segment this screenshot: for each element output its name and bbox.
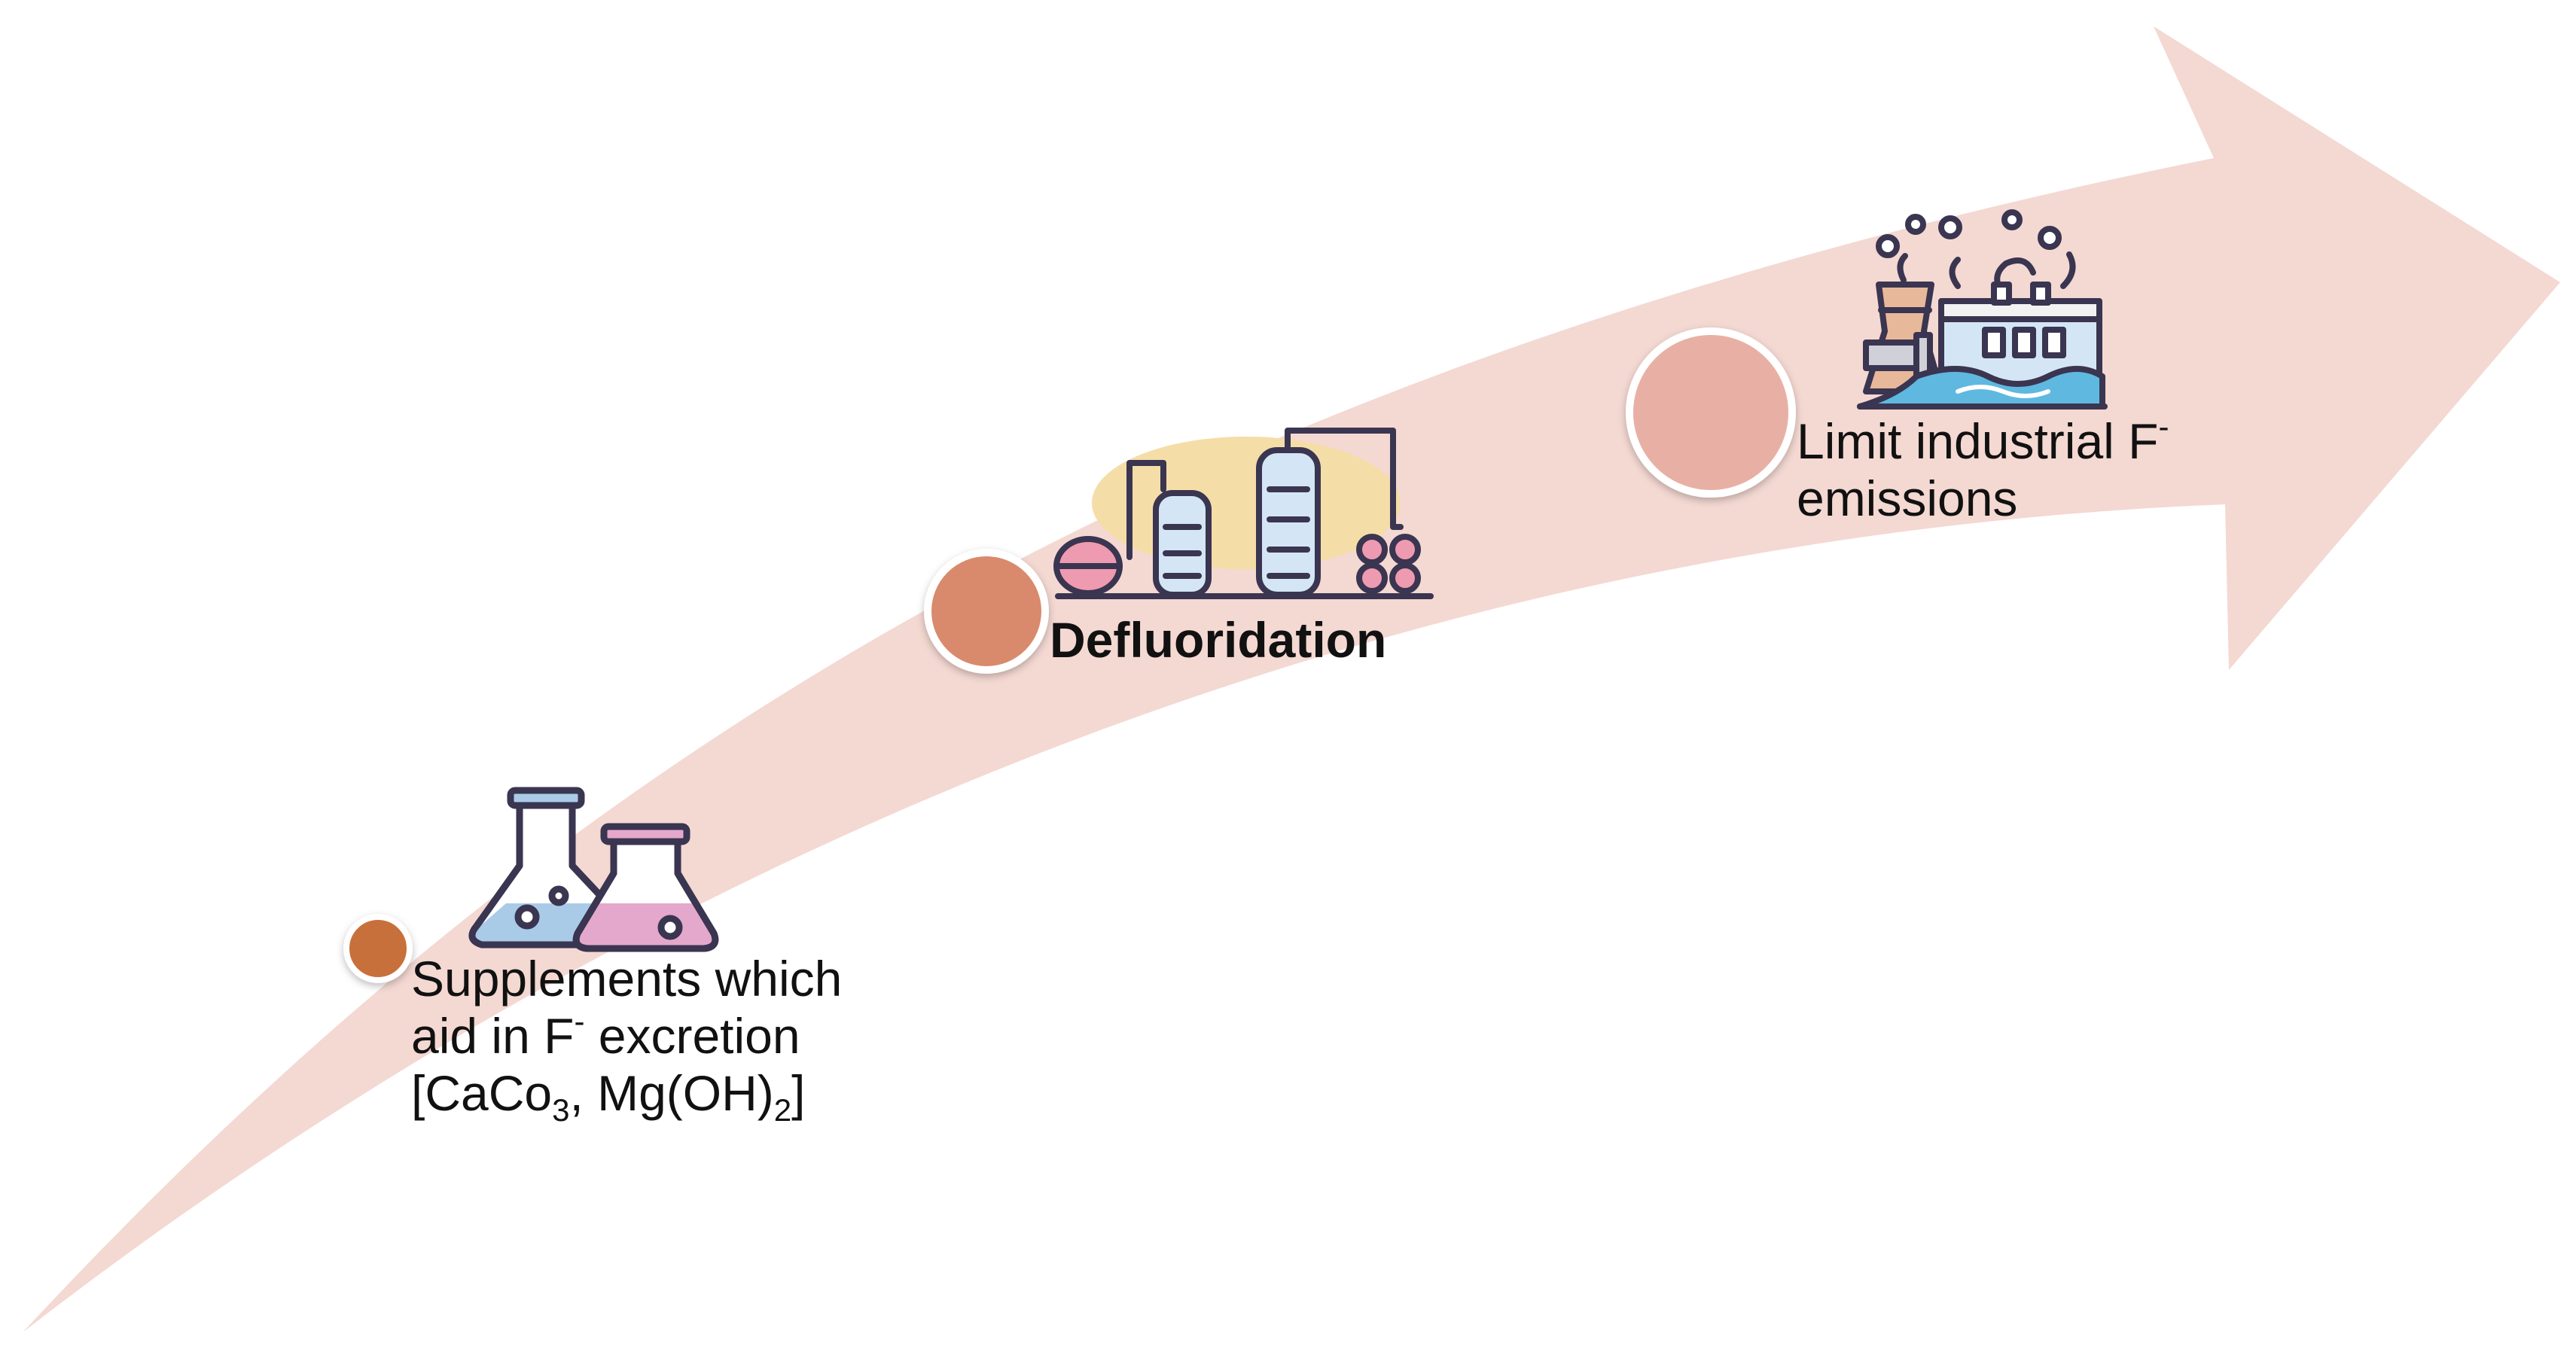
distillation-plant-icon [1053,428,1434,599]
step3-dot [1626,327,1796,498]
step3-line1: Limit industrial F- [1797,409,2169,470]
step2-dot [924,549,1049,674]
step1-line3: [CaCo3, Mg(OH)2] [411,1065,806,1128]
step1-dot [343,914,413,983]
step1-label: Supplements which aid in F- excretion [C… [411,950,843,1128]
progress-arrow [23,26,2560,1332]
step3-line2: emissions [1797,470,2018,526]
step1-line2: aid in F- excretion [411,1003,800,1064]
step1-line1: Supplements which [411,951,843,1006]
step3-label: Limit industrial F- emissions [1797,409,2169,527]
flasks-icon [468,787,719,952]
step2-line1: Defluoridation [1050,612,1387,668]
factory-pollution-icon [1857,209,2108,410]
step2-label: Defluoridation [1050,611,1386,668]
